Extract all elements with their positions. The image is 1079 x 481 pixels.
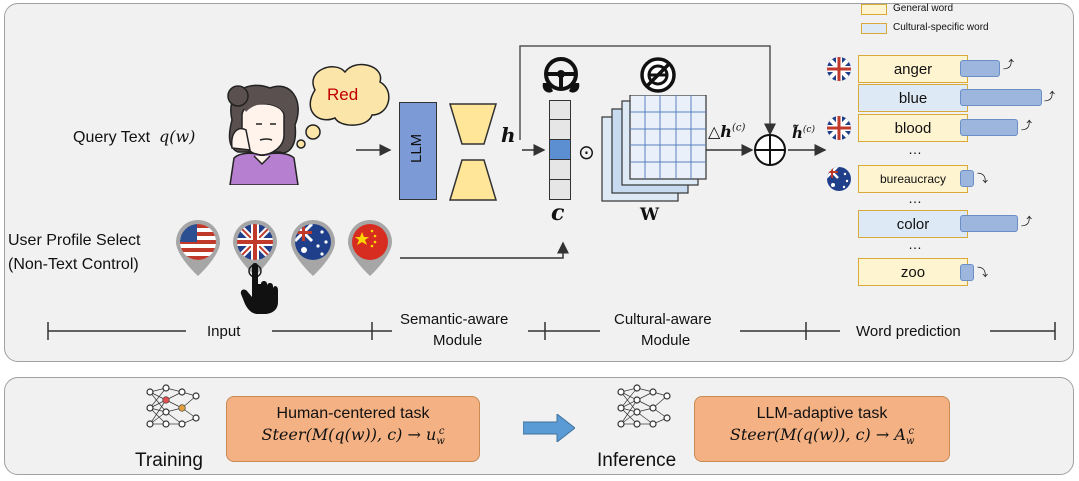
vector-cell-highlight [549, 140, 571, 160]
word-zoo: zoo [858, 258, 968, 286]
prob-bar-blood [960, 119, 1018, 136]
user-avatar-illustration [227, 63, 390, 185]
legend-swatch-cultural [861, 23, 887, 34]
delta-h-sup: (c) [731, 122, 746, 134]
non-text-control-label: (Non-Text Control) [8, 256, 139, 273]
word-blood: blood [858, 114, 968, 142]
legend-cultural-label: Cultural-specific word [893, 22, 989, 33]
vector-cell [549, 180, 571, 200]
uk-flag-icon[interactable] [233, 220, 277, 276]
query-formula: q(w) [158, 127, 196, 146]
w-symbol: W [640, 205, 660, 225]
weight-matrix-stack [601, 95, 707, 202]
stage-semantic-label-2: Module [433, 332, 483, 349]
uk-flag-icon [827, 116, 851, 140]
vector-cell [549, 100, 571, 120]
llm-label: LLM [408, 133, 425, 163]
task1-sub: w [436, 436, 445, 448]
user-profile-label: User Profile Select [8, 232, 141, 249]
word-color: color [858, 210, 968, 238]
h-tilde-symbol: h̃(c) [792, 124, 815, 142]
australia-flag-icon[interactable] [291, 220, 335, 276]
task1-formula-text: Steer(M(q(w)), c) → u [261, 425, 437, 444]
legend-swatch-general [861, 4, 887, 15]
task2-sup: c [908, 425, 915, 437]
ellipsis: … [908, 190, 923, 206]
sum-operator-icon [754, 134, 786, 166]
weight-matrix-front [629, 95, 707, 180]
stage-label-bg-semantic [392, 310, 528, 352]
training-label: Training [135, 450, 203, 471]
word-anger: anger [858, 55, 968, 83]
task1-sup: c [438, 425, 445, 437]
llm-adaptive-task-box: LLM-adaptive task Steer(M(q(w)), c) → Aw… [694, 396, 950, 462]
stage-cultural-label-2: Module [641, 332, 691, 349]
task1-formula: Steer(M(q(w)), c) → uwc [227, 425, 479, 447]
curve-arrow-icon: ⤵ [977, 267, 988, 279]
stage-prediction-label: Word prediction [856, 323, 961, 340]
uk-flag-icon [827, 57, 851, 81]
training-to-inference-arrow [523, 414, 575, 442]
neural-network-icon [617, 384, 671, 428]
steering-wheel-icon [542, 57, 580, 93]
stage-semantic-label-1: Semantic-aware [400, 311, 509, 328]
curve-arrow-icon: ⤴ [1021, 120, 1032, 132]
stage-label-bg-cultural [600, 310, 740, 352]
curve-arrow-icon: ⤴ [1021, 216, 1032, 228]
stage-label-bg-input [186, 320, 272, 342]
inference-label: Inference [597, 450, 677, 471]
curve-arrow-icon: ⤴ [1003, 59, 1014, 71]
llm-block [399, 102, 437, 200]
h-tilde-sup: (c) [802, 125, 815, 135]
no-steering-icon [640, 57, 676, 93]
word-blue: blue [858, 84, 968, 112]
task2-title: LLM-adaptive task [756, 405, 888, 422]
flag-pins [176, 220, 392, 278]
prob-bar-color [960, 215, 1018, 232]
delta-h-symbol: △h(c) [708, 122, 745, 141]
prob-bar-blue [960, 89, 1042, 106]
query-text-label: Query Text q(w) [73, 127, 195, 147]
hadamard-symbol: ⊙ [578, 142, 595, 164]
china-flag-icon[interactable] [348, 220, 392, 276]
c-symbol: c [551, 200, 565, 226]
thought-bubble-text: Red [327, 85, 359, 104]
h-tilde-text: h̃ [792, 124, 803, 142]
encoder-decoder [448, 103, 498, 201]
delta-h-text: △h [708, 122, 732, 141]
h-symbol: h [501, 123, 516, 147]
thought-bubble [296, 63, 390, 149]
vector-cell [549, 120, 571, 140]
vector-cell [549, 160, 571, 180]
neural-network-icon [146, 384, 200, 428]
prob-bar-anger [960, 60, 1000, 77]
control-vector [549, 100, 571, 200]
task2-formula-text: Steer(M(q(w)), c) → A [729, 425, 906, 444]
task1-title: Human-centered task [276, 405, 430, 422]
prob-bar-zoo [960, 264, 974, 281]
ellipsis: … [908, 141, 923, 157]
stage-input-label: Input [207, 323, 241, 340]
stage-label-bg-prediction [840, 320, 990, 342]
stage-cultural-label-1: Cultural-aware [614, 311, 712, 328]
query-label: Query Text [73, 129, 151, 146]
word-bureaucracy: bureaucracy [858, 165, 968, 193]
task2-formula: Steer(M(q(w)), c) → Awc [695, 425, 949, 447]
curve-arrow-icon: ⤵ [977, 173, 988, 185]
australia-flag-icon [827, 167, 851, 191]
hand-pointer-icon [240, 263, 278, 314]
prob-bar-bureaucracy [960, 170, 974, 187]
legend-general-label: General word [893, 3, 954, 14]
us-flag-icon[interactable] [176, 220, 220, 276]
human-centered-task-box: Human-centered task Steer(M(q(w)), c) → … [226, 396, 480, 462]
ellipsis: … [908, 236, 923, 252]
curve-arrow-icon: ⤴ [1044, 91, 1055, 103]
task2-sub: w [905, 436, 915, 448]
